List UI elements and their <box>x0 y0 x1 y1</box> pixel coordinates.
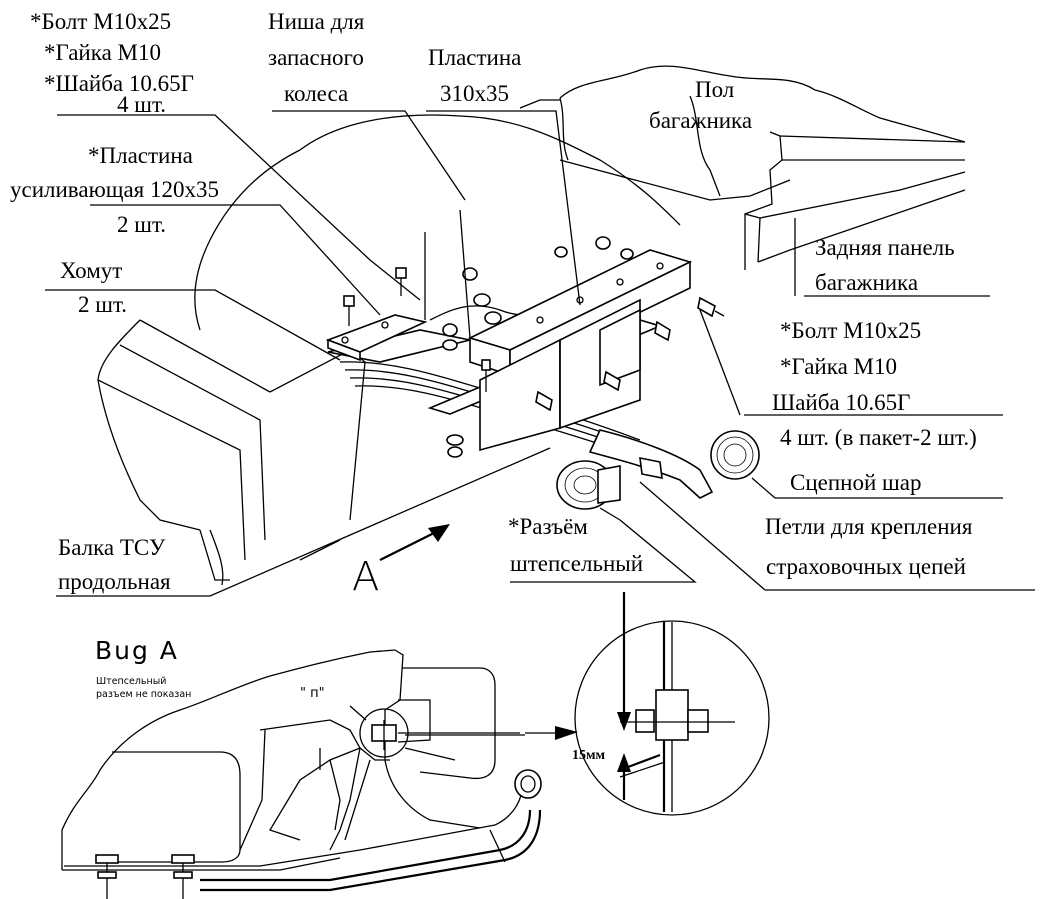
label-clamp: Хомут <box>60 258 122 283</box>
label-loops: Петли для крепления <box>765 514 973 539</box>
bolts-and-nuts <box>343 236 725 458</box>
bolt-icon <box>603 370 621 392</box>
electrical-socket <box>556 460 621 510</box>
bolt-icon <box>95 854 119 899</box>
label-group-floor: Пол багажника <box>649 77 752 133</box>
bolt-icon <box>697 296 725 318</box>
bolt-icon <box>171 854 195 899</box>
view-a-title: Bug A <box>95 636 179 665</box>
label-niche: Ниша для <box>268 9 365 34</box>
label-beam: Балка ТСУ <box>58 535 166 560</box>
label-group-bolts-right: *Болт М10х25 *Гайка М10 Шайба 10.65Г 4 ш… <box>772 318 977 450</box>
label-bolt-top: *Болт М10х25 <box>30 9 171 34</box>
bolt-icon <box>654 320 671 342</box>
label-loops-2: страховочных цепей <box>766 554 966 579</box>
label-floor-2: багажника <box>649 108 752 133</box>
detail-magnified: 15мм <box>572 592 770 816</box>
bolt-icon <box>481 359 491 392</box>
bolt-icon <box>343 295 355 326</box>
view-a-arrow <box>379 524 450 561</box>
label-plate-reinf-size: усиливающая 120х35 <box>10 177 219 202</box>
tow-ball <box>588 429 760 499</box>
label-nut-top: *Гайка М10 <box>44 40 161 65</box>
label-group-plate: Пластина 310х35 <box>428 45 521 106</box>
reinforcing-plate-120x35 <box>325 314 428 362</box>
label-dimension: 15мм <box>572 748 606 763</box>
label-plate: Пластина <box>428 45 521 70</box>
label-group-loops: Петли для крепления страховочных цепей <box>765 514 973 579</box>
label-plate-reinf: *Пластина <box>88 143 193 168</box>
label-group-reinforcing-plate: *Пластина усиливающая 120х35 2 шт. <box>10 143 219 237</box>
label-plate-size: 310х35 <box>440 81 509 106</box>
view-a-note-2: разъем не показан <box>96 689 191 700</box>
label-niche-2: запасного <box>268 45 364 70</box>
nut-icon <box>554 236 634 260</box>
label-socket: *Разъём <box>508 514 588 539</box>
label-detail-p: " п" <box>300 686 325 701</box>
label-beam-2: продольная <box>58 569 171 594</box>
label-view-arrow: A <box>352 554 379 600</box>
label-group-niche: Ниша для запасного колеса <box>268 9 365 106</box>
nut-icon <box>446 434 464 458</box>
leader-lines <box>45 110 1035 597</box>
label-rear-panel: Задняя панель <box>815 235 955 260</box>
label-washer-right: Шайба 10.65Г <box>772 390 910 415</box>
label-group-bolts-top: *Болт М10х25 *Гайка М10 *Шайба 10.65Г 4 … <box>30 9 194 117</box>
label-group-clamp: Хомут 2 шт. <box>60 258 127 317</box>
label-group-socket: *Разъём штепсельный <box>508 514 643 576</box>
label-nut-right: *Гайка М10 <box>780 354 897 379</box>
label-clamp-qty: 2 шт. <box>78 292 127 317</box>
label-tow-ball: Сцепной шар <box>790 470 921 495</box>
label-group-rear-panel: Задняя панель багажника <box>815 235 955 295</box>
label-niche-3: колеса <box>284 81 348 106</box>
view-a-drawing: Bug A Штепсельный разъем не показан " п" <box>61 636 578 899</box>
nut-icon <box>442 267 502 351</box>
label-washer-top: *Шайба 10.65Г <box>44 71 194 96</box>
bolt-icon <box>395 267 407 296</box>
label-qty-right: 4 шт. (в пакет-2 шт.) <box>780 425 977 450</box>
label-socket-2: штепсельный <box>510 551 643 576</box>
label-rear-panel-2: багажника <box>815 270 918 295</box>
label-bolt-right: *Болт М10х25 <box>780 318 921 343</box>
bolt-icon <box>535 390 553 412</box>
label-floor: Пол <box>695 77 734 102</box>
view-a-note: Штепсельный <box>96 676 166 687</box>
label-qty-top: 4 шт. <box>117 92 166 117</box>
label-group-beam: Балка ТСУ продольная <box>58 535 171 594</box>
label-plate-reinf-qty: 2 шт. <box>117 212 166 237</box>
